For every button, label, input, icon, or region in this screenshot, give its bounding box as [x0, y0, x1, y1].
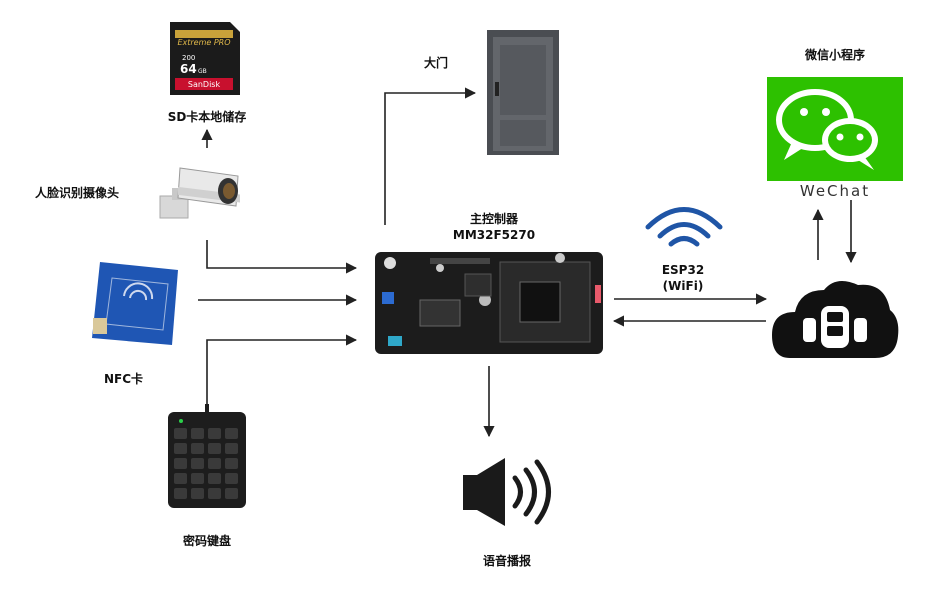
keypad-key — [174, 473, 187, 484]
keypad-key — [191, 458, 204, 469]
camera-image — [159, 167, 240, 219]
keypad-key — [225, 443, 238, 454]
controller-label: 主控制器 MM32F5270 — [453, 211, 535, 243]
sd-speed: 200 — [182, 54, 195, 62]
speaker-icon — [463, 458, 551, 526]
keypad-key — [191, 443, 204, 454]
nfc-label: NFC卡 — [104, 372, 144, 386]
controller-model: MM32F5270 — [452, 228, 536, 242]
speaker-label: 语音播报 — [482, 554, 532, 568]
controller-board-image — [375, 252, 603, 354]
sd-brand-bottom: SanDisk — [188, 80, 221, 89]
wechat-brand-text: WeChat — [800, 182, 870, 200]
arrow-camera-to-controller — [206, 240, 358, 274]
keypad-key — [225, 473, 238, 484]
keypad-key — [174, 458, 187, 469]
wechat-label: 微信小程序 — [804, 48, 866, 62]
keypad-key — [225, 428, 238, 439]
sd-card-label: SD卡本地储存 — [167, 110, 247, 124]
keypad-key — [208, 443, 221, 454]
wechat-logo — [767, 77, 903, 181]
keypad-key — [225, 458, 238, 469]
wifi-icon — [645, 207, 723, 247]
nfc-reader-image — [92, 262, 178, 345]
keypad-key — [174, 428, 187, 439]
keypad-key — [174, 443, 187, 454]
controller-title: 主控制器 — [469, 212, 518, 226]
keypad-key — [191, 473, 204, 484]
keypad-key — [208, 428, 221, 439]
cloud-server-icon — [772, 281, 899, 358]
arrow-keypad-to-controller — [206, 334, 358, 404]
keypad-key — [225, 488, 238, 499]
keypad-label: 密码键盘 — [182, 534, 232, 548]
sd-capacity: 64 — [180, 62, 197, 76]
wifi-name: ESP32 — [661, 263, 705, 277]
door-label: 大门 — [424, 56, 449, 70]
keypad-key — [174, 488, 187, 499]
arrow-controller-to-door — [384, 87, 477, 225]
keypad-key — [208, 488, 221, 499]
keypad-key — [191, 488, 204, 499]
sd-capacity-unit: GB — [198, 68, 207, 75]
keypad-key — [208, 458, 221, 469]
keypad-key — [191, 428, 204, 439]
keypad-image — [168, 404, 246, 508]
keypad-key — [208, 473, 221, 484]
wifi-label: ESP32 (WiFi) — [662, 262, 704, 294]
wifi-sub: (WiFi) — [662, 279, 704, 293]
sd-brand-top: Extreme PRO — [177, 38, 230, 47]
sd-card-image: Extreme PRO 200 64 GB SanDisk — [170, 22, 240, 95]
door-image — [487, 30, 559, 155]
camera-label: 人脸识别摄像头 — [35, 186, 120, 200]
